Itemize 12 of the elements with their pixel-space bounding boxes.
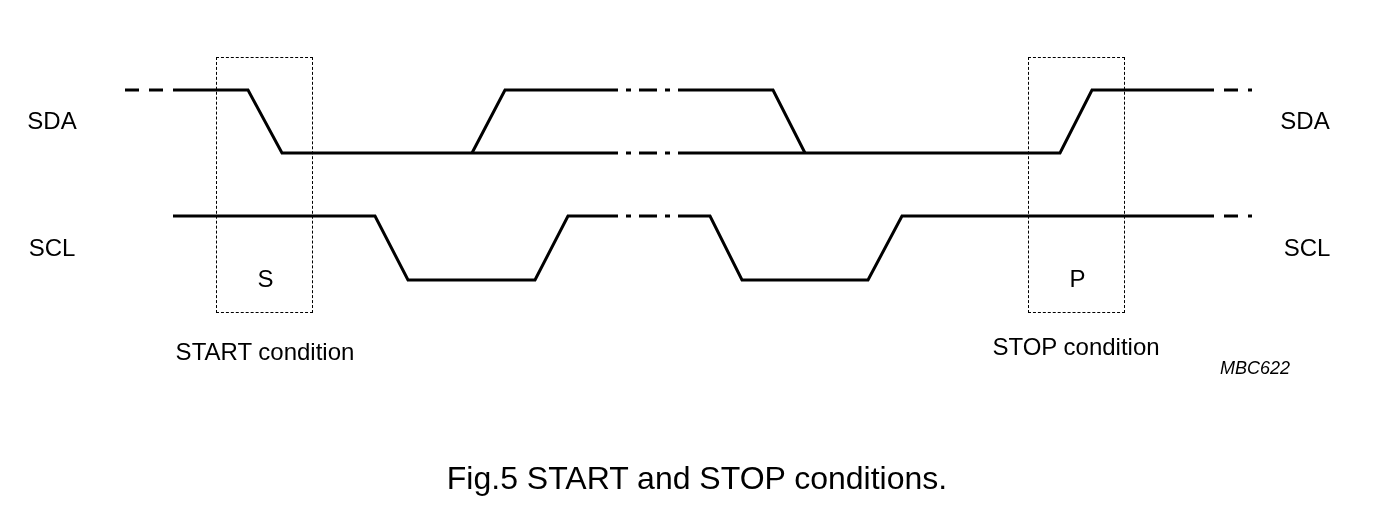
- condition-window: [1028, 57, 1125, 313]
- signal-name: SDA: [1280, 109, 1330, 133]
- condition-symbol: P: [1069, 267, 1086, 291]
- signal-name: SDA: [27, 109, 77, 133]
- figure-caption: Fig.5 START and STOP conditions.: [446, 462, 948, 494]
- condition-label: START condition: [175, 340, 355, 364]
- signal-name: SCL: [28, 236, 76, 260]
- figure-code: MBC622: [1220, 359, 1290, 377]
- condition-label: STOP condition: [992, 335, 1160, 359]
- condition-symbol: S: [257, 267, 274, 291]
- condition-window: [216, 57, 313, 313]
- signal-name: SCL: [1283, 236, 1331, 260]
